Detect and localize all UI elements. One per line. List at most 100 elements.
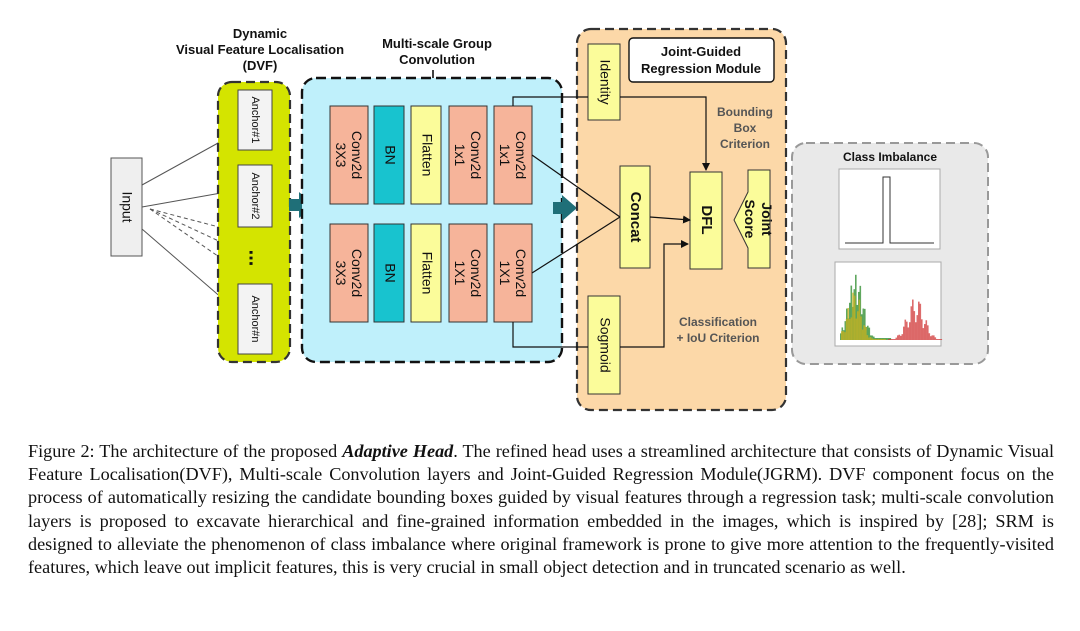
hist-bar-yellow (865, 326, 867, 340)
joint-score-shape (733, 169, 771, 269)
row2-layer-label-5: Conv2d1X1 (497, 249, 529, 297)
dvf-title: Dynamic Visual Feature Localisation (DVF… (176, 26, 344, 73)
hist-bar-red (937, 339, 940, 340)
hist-bar-red (907, 327, 910, 340)
sigmoid-box (587, 295, 621, 395)
svg-text:Criterion: Criterion (720, 137, 770, 151)
hist-bar-yellow (869, 337, 872, 340)
hist-bar-yellow (873, 339, 875, 340)
cls-criterion-label: Classification + IoU Criterion (676, 315, 759, 345)
hist-bar-red (904, 319, 907, 340)
sigmoid-label: Sogmoid (597, 317, 613, 372)
row2-layers (329, 223, 533, 323)
hist-bar-red (901, 334, 904, 340)
hist-bar-red (888, 339, 890, 340)
hist-bar-red (889, 339, 892, 340)
hist-bar-yellow (849, 318, 851, 340)
svg-text:Box: Box (734, 121, 757, 135)
hist-bar-red (892, 339, 895, 340)
hist-bar-red (931, 335, 934, 340)
hist-bar-red (939, 339, 941, 340)
row1-layer-label-5: Conv2d1x1 (497, 131, 529, 179)
identity-box (587, 43, 621, 121)
hist-bar-yellow (855, 318, 857, 340)
row1-bn (373, 105, 405, 205)
bbox-criterion-label: Bounding Box Criterion (717, 105, 773, 151)
hist-bar-green (871, 335, 874, 340)
hist-bar-yellow (884, 339, 886, 340)
svg-text:Convolution: Convolution (399, 52, 475, 67)
hist-bar-red (916, 315, 919, 340)
hist-bar-yellow (879, 339, 881, 340)
jgrm-title-box (628, 37, 775, 83)
hist-bar-green (862, 308, 865, 340)
caption-emphasis: Adaptive Head (342, 441, 454, 461)
hist-bar-yellow (861, 329, 864, 340)
hist-bar-green (873, 336, 875, 340)
hist-bar-red (919, 303, 922, 340)
hist-bar-yellow (847, 307, 849, 340)
hist-bar-red (936, 338, 938, 340)
hist-bar-yellow (882, 339, 885, 340)
hist-bar-red (922, 328, 925, 340)
anchor-1-box (237, 89, 273, 151)
concat-label: Concat (627, 192, 644, 243)
hist-bar-red (894, 339, 896, 340)
svg-text:Bounding: Bounding (717, 105, 773, 119)
hist-bar-yellow (842, 331, 845, 340)
hist-bar-yellow (876, 339, 878, 340)
row2-conv3x3 (329, 223, 369, 323)
hist-bar-yellow (841, 331, 843, 340)
row1-layer-label-4: Conv2d1x1 (452, 131, 484, 179)
row2-flatten (410, 223, 442, 323)
hist-bar-red (900, 335, 902, 340)
identity-label: Identity (597, 59, 613, 104)
connection-lines (512, 96, 710, 348)
row2-layer-label-4: Conv2d1X1 (452, 249, 484, 297)
hist-bar-red (925, 320, 928, 340)
hist-bar-red (895, 337, 898, 340)
hist-bar-red (933, 335, 935, 340)
hist-bar-yellow (877, 339, 880, 340)
hist-bar-green (867, 325, 869, 340)
row1-conv1x1-b (493, 105, 533, 205)
row2-conv1x1-a (448, 223, 488, 323)
jgrm-title: Joint-Guided Regression Module (641, 44, 761, 76)
svg-text:+ IoU Criterion: + IoU Criterion (676, 331, 759, 345)
anchor-2-label: Anchor#2 (249, 172, 261, 219)
hist-bar-yellow (871, 338, 873, 340)
row2-layer-label-3: Flatten (419, 252, 435, 295)
hist-bar-red (897, 335, 899, 340)
svg-text:Regression Module: Regression Module (641, 61, 761, 76)
input-label: Input (119, 191, 135, 222)
anchor-2-box (237, 164, 273, 228)
hist-bar-yellow (858, 299, 861, 340)
row1-conv1x1-a (448, 105, 488, 205)
hist-bar-red (913, 311, 916, 340)
hist-bar-yellow (845, 318, 848, 340)
imbalance-histogram (840, 274, 943, 340)
svg-text:Score: Score (742, 200, 758, 239)
hist-bar-red (924, 324, 926, 340)
hist-bar-red (912, 299, 914, 340)
row1-layer-label-1: Conv2d3X3 (333, 131, 365, 179)
hist-bar-green (864, 308, 866, 340)
svg-text:Visual Feature Localisation: Visual Feature Localisation (176, 42, 344, 57)
msgc-title: Multi-scale Group Convolution (382, 36, 492, 67)
hist-bar-yellow (866, 335, 869, 340)
caption-body: . The refined head uses a streamlined ar… (28, 441, 1055, 578)
hist-bar-red (909, 322, 911, 340)
hist-bar-red (934, 337, 937, 340)
svg-text:(DVF): (DVF) (243, 58, 278, 73)
hist-bar-green (850, 285, 853, 340)
hist-bar-red (940, 339, 943, 340)
hist-bar-yellow (853, 295, 856, 340)
anchor-n-box (237, 283, 273, 355)
hist-bar-red (921, 319, 923, 340)
hist-bar-yellow (868, 337, 870, 340)
row1-layers (329, 105, 533, 205)
row2-layer-label-2: BN (382, 263, 398, 282)
row1-flatten (410, 105, 442, 205)
hist-bar-yellow (852, 292, 854, 340)
